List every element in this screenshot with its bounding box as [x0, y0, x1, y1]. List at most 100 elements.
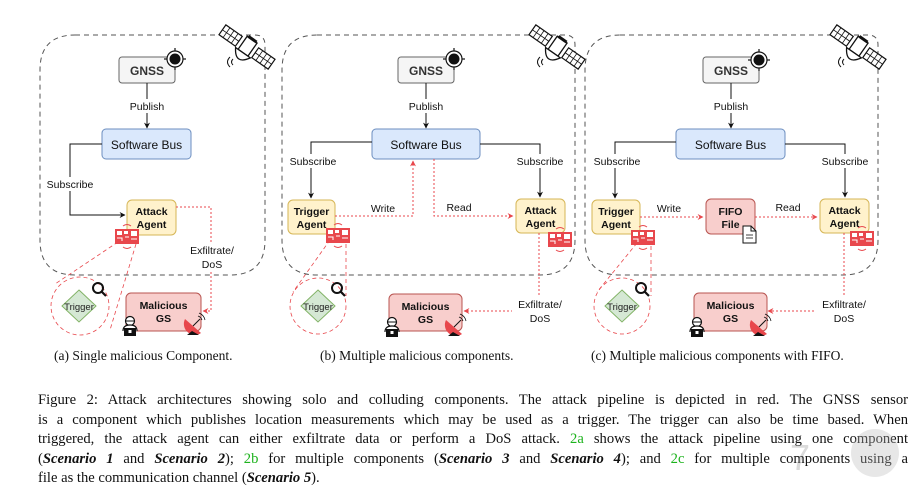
- trigger-node: [604, 289, 640, 323]
- panel-a: GNSS Publish Software Bus Subscribe Atta…: [39, 20, 279, 337]
- trigger-agent-label-1: Trigger: [598, 206, 634, 218]
- subscribe-right-label: Subscribe: [822, 156, 869, 168]
- figure-reference-link[interactable]: 2a: [570, 431, 584, 448]
- system-boundary: [584, 34, 879, 276]
- caption-text: for multiple components using a: [684, 450, 908, 467]
- zoom-guide-line: [292, 239, 331, 293]
- caption-text: and: [509, 450, 551, 467]
- scenario-name: Scenario 3: [438, 450, 510, 467]
- subscribe-left-label: Subscribe: [290, 156, 337, 168]
- scenario-name: Scenario 2: [154, 450, 225, 467]
- gnss-label: GNSS: [714, 64, 748, 78]
- publish-label: Publish: [409, 101, 444, 113]
- attack-architecture-figure: GNSS Publish Software Bus Subscribe Atta…: [39, 20, 890, 338]
- satellite-icon: [213, 20, 279, 77]
- trigger-node: [300, 289, 336, 323]
- subscribe-right-arrow: [785, 143, 848, 198]
- trigger-label: Trigger: [303, 302, 333, 313]
- subscribe-right-label: Subscribe: [517, 156, 564, 168]
- malicious-gs-label-1: Malicious: [402, 301, 450, 313]
- subcaption-a: (a) Single malicious Component.: [54, 348, 233, 363]
- gnss-label: GNSS: [130, 64, 164, 78]
- software-bus-label: Software Bus: [695, 138, 766, 152]
- exfiltrate-label-1: Exfiltrate/: [822, 299, 866, 311]
- trigger-agent-label-2: Agent: [297, 219, 327, 231]
- malicious-gs-label-1: Malicious: [707, 300, 755, 312]
- trigger-zoom-circle: [593, 277, 651, 335]
- write-arrow: [335, 160, 416, 217]
- malicious-gs-label-2: GS: [723, 313, 738, 325]
- caption-text: (: [38, 450, 43, 467]
- attack-agent-label-2: Agent: [830, 218, 860, 230]
- satellite-icon: [824, 20, 890, 77]
- magnifier-icon: [634, 281, 651, 298]
- figure-caption: Figure 2: Attack architectures showing s…: [38, 391, 908, 489]
- subscribe-left-arrow: [612, 141, 676, 199]
- attack-agent-node: [515, 198, 566, 234]
- fifo-label-1: FIFO: [719, 206, 743, 218]
- zoom-guide-line: [54, 241, 119, 285]
- figure-reference-link[interactable]: 2c: [670, 450, 685, 467]
- caption-line: Figure 2: Attack architectures showing s…: [38, 391, 908, 411]
- malicious-gs-node: [693, 292, 768, 332]
- attack-agent-label-1: Attack: [828, 205, 860, 217]
- figure-reference-link[interactable]: 2b: [243, 450, 259, 467]
- subscribe-right-arrow: [480, 143, 543, 198]
- panel-c: GNSS Publish Software Bus Subscribe Subs…: [584, 20, 890, 338]
- malicious-gs-node: [388, 293, 463, 332]
- subcaption-c: (c) Multiple malicious components with F…: [591, 348, 844, 363]
- caption-text: file as the communication channel (: [38, 470, 247, 487]
- malicious-gs-label-2: GS: [418, 314, 433, 326]
- caption-text: ); and: [620, 450, 671, 467]
- caption-text: triggered, the attack agent can either e…: [38, 431, 571, 448]
- caption-text: ).: [311, 470, 320, 487]
- trigger-label: Trigger: [607, 302, 637, 313]
- attack-agent-label-2: Agent: [137, 219, 167, 231]
- trigger-agent-label-2: Agent: [601, 219, 631, 231]
- trigger-zoom-circle: [50, 276, 110, 336]
- trigger-label: Trigger: [64, 302, 94, 313]
- panel-b: GNSS Publish Software Bus Subscribe Subs…: [281, 20, 589, 338]
- scenario-name: Scenario 1: [42, 450, 114, 467]
- watermark: 7: [790, 429, 899, 478]
- attack-agent-label-1: Attack: [135, 206, 167, 218]
- malicious-gs-node: [125, 292, 202, 332]
- caption-line: file as the communication channel (Scena…: [38, 469, 908, 489]
- caption-line: is a component which publishes location …: [38, 411, 908, 431]
- read-arrow: [433, 159, 514, 219]
- caption-text: shows the attack pipeline using one comp…: [583, 431, 909, 448]
- caption-text: is a component which publishes location …: [38, 411, 908, 428]
- attack-agent-node: [126, 199, 177, 236]
- system-boundary: [39, 34, 266, 276]
- caption-text: and: [113, 450, 155, 467]
- system-boundary: [281, 34, 576, 276]
- malicious-gs-label-2: GS: [156, 313, 171, 325]
- caption-line: triggered, the attack agent can either e…: [38, 430, 908, 450]
- caption-text: for multiple components (: [258, 450, 439, 467]
- fifo-label-2: File: [721, 219, 739, 231]
- exfiltrate-arrow: [176, 206, 212, 314]
- read-label: Read: [775, 202, 800, 214]
- exfiltrate-label-2: DoS: [202, 259, 222, 271]
- subscribe-left-arrow: [308, 141, 372, 199]
- write-label: Write: [657, 203, 681, 215]
- caption-line: (Scenario 1 and Scenario 2); 2b for mult…: [38, 450, 908, 470]
- subscribe-label: Subscribe: [47, 179, 94, 191]
- exfiltrate-label-1: Exfiltrate/: [190, 245, 234, 257]
- attack-agent-label-2: Agent: [526, 218, 556, 230]
- gnss-label: GNSS: [409, 64, 443, 78]
- subscribe-left-label: Subscribe: [594, 156, 641, 168]
- publish-label: Publish: [714, 101, 749, 113]
- trigger-agent-node: [287, 199, 336, 235]
- attack-agent-label-1: Attack: [524, 205, 556, 217]
- caption-text: Figure 2: Attack architectures showing s…: [38, 392, 908, 408]
- exfiltrate-label-1: Exfiltrate/: [518, 299, 562, 311]
- software-bus-label: Software Bus: [390, 138, 461, 152]
- satellite-icon: [523, 20, 589, 77]
- magnifier-icon: [330, 281, 347, 298]
- read-label: Read: [446, 202, 471, 214]
- trigger-node: [61, 289, 97, 323]
- subcaption-b: (b) Multiple malicious components.: [320, 348, 514, 363]
- scenario-name: Scenario 4: [550, 450, 621, 467]
- malicious-gs-label-1: Malicious: [140, 300, 188, 312]
